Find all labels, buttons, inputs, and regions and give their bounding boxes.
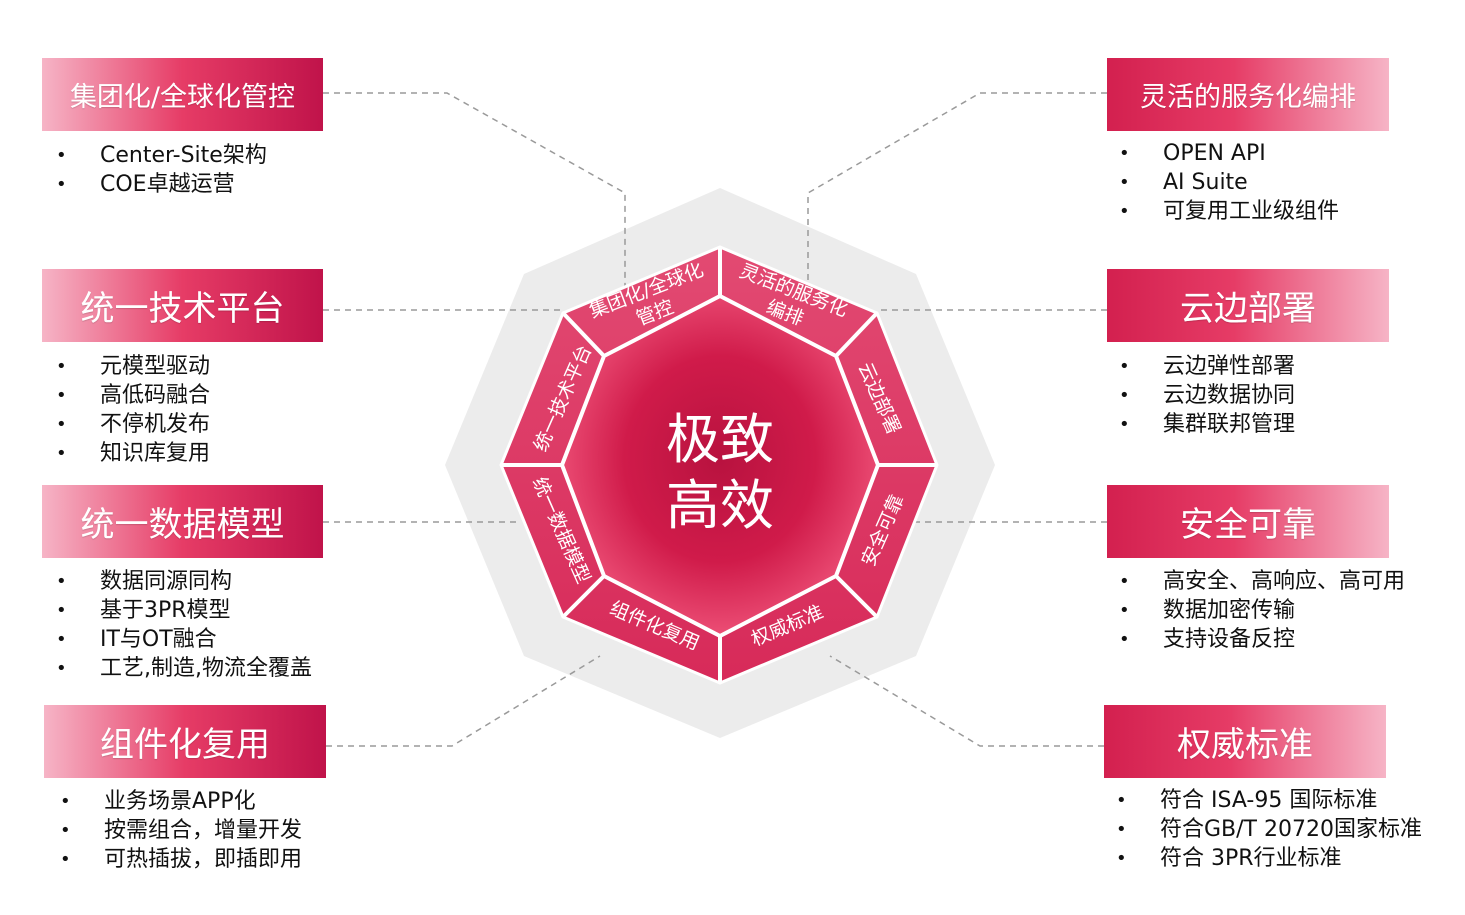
box-unified-tech-platform-title: 统一技术平台	[80, 289, 285, 329]
list-item: IT与OT融合	[42, 625, 312, 654]
list-authoritative-standards: 符合 ISA-95 国际标准 符合GB/T 20720国家标准 符合 3PR行业…	[1102, 786, 1422, 873]
box-secure-reliable: 安全可靠	[1107, 485, 1389, 558]
box-component-reuse: 组件化复用	[44, 705, 326, 778]
box-cloud-edge-deploy-title: 云边部署	[1180, 289, 1316, 329]
list-item: 可复用工业级组件	[1105, 197, 1339, 226]
box-global-control: 集团化/全球化管控	[42, 58, 323, 131]
list-unified-data-model: 数据同源同构 基于3PR模型 IT与OT融合 工艺,制造,物流全覆盖	[42, 567, 312, 683]
list-item: 符合GB/T 20720国家标准	[1102, 815, 1422, 844]
box-unified-data-model-title: 统一数据模型	[80, 505, 285, 545]
box-service-orchestration-title: 灵活的服务化编排	[1140, 82, 1356, 113]
list-item: 云边数据协同	[1105, 381, 1295, 410]
box-service-orchestration: 灵活的服务化编排	[1107, 58, 1389, 131]
list-item: 数据加密传输	[1105, 596, 1405, 625]
list-item: 不停机发布	[42, 410, 210, 439]
box-global-control-title: 集团化/全球化管控	[69, 82, 296, 113]
list-item: 支持设备反控	[1105, 625, 1405, 654]
list-item: 符合 ISA-95 国际标准	[1102, 786, 1422, 815]
center-octagon	[559, 293, 881, 639]
list-item: 元模型驱动	[42, 352, 210, 381]
segment-separators	[501, 247, 937, 683]
list-global-control: Center-Site架构 COE卓越运营	[42, 141, 267, 199]
list-secure-reliable: 高安全、高响应、高可用 数据加密传输 支持设备反控	[1105, 567, 1405, 654]
list-item: COE卓越运营	[42, 170, 267, 199]
box-authoritative-standards-title: 权威标准	[1177, 725, 1313, 765]
list-item: AI Suite	[1105, 168, 1339, 197]
box-secure-reliable-title: 安全可靠	[1180, 505, 1316, 545]
list-item: 业务场景APP化	[46, 787, 302, 816]
list-service-orchestration: OPEN API AI Suite 可复用工业级组件	[1105, 139, 1339, 226]
list-item: 基于3PR模型	[42, 596, 312, 625]
connector-lines	[323, 92, 1107, 747]
list-item: OPEN API	[1105, 139, 1339, 168]
box-component-reuse-title: 组件化复用	[100, 725, 270, 765]
box-unified-tech-platform: 统一技术平台	[42, 269, 323, 342]
list-item: 按需组合，增量开发	[46, 816, 302, 845]
list-item: 符合 3PR行业标准	[1102, 844, 1422, 873]
list-unified-tech-platform: 元模型驱动 高低码融合 不停机发布 知识库复用	[42, 352, 210, 468]
list-item: 集群联邦管理	[1105, 410, 1295, 439]
list-item: 知识库复用	[42, 439, 210, 468]
list-cloud-edge-deploy: 云边弹性部署 云边数据协同 集群联邦管理	[1105, 352, 1295, 439]
connector-bottom-left	[326, 655, 601, 747]
center-title-line1: 极致	[666, 408, 774, 471]
connector-bottom-right	[829, 655, 1104, 747]
list-item: 高低码融合	[42, 381, 210, 410]
box-authoritative-standards: 权威标准	[1104, 705, 1386, 778]
connector-top-left	[323, 92, 626, 290]
list-item: 云边弹性部署	[1105, 352, 1295, 381]
list-item: 可热插拔，即插即用	[46, 845, 302, 874]
list-item: 数据同源同构	[42, 567, 312, 596]
list-component-reuse: 业务场景APP化 按需组合，增量开发 可热插拔，即插即用	[46, 787, 302, 874]
center-title-line2: 高效	[666, 474, 774, 537]
connector-top-right	[807, 92, 1107, 290]
list-item: Center-Site架构	[42, 141, 267, 170]
box-cloud-edge-deploy: 云边部署	[1107, 269, 1389, 342]
box-unified-data-model: 统一数据模型	[42, 485, 323, 558]
list-item: 高安全、高响应、高可用	[1105, 567, 1405, 596]
list-item: 工艺,制造,物流全覆盖	[42, 654, 312, 683]
